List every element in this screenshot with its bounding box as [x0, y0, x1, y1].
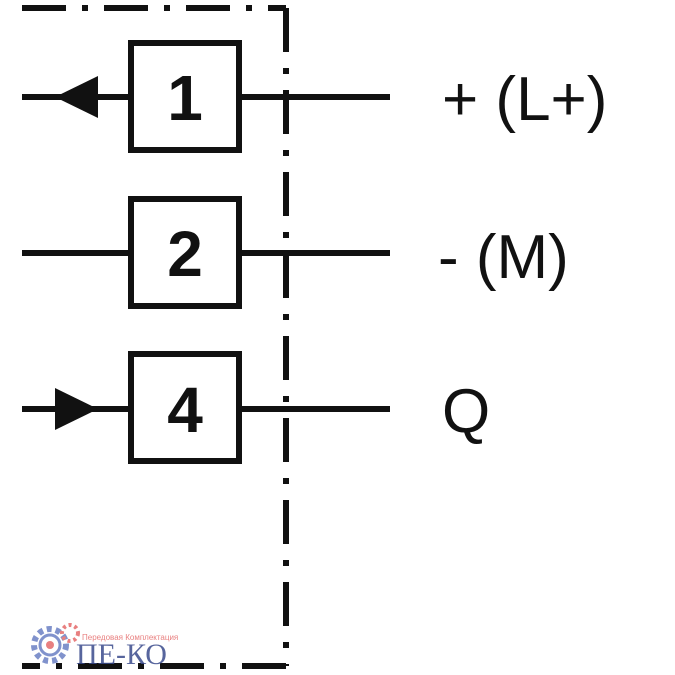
pin-2-number: 2 — [167, 218, 203, 290]
pin-1-label: + (L+) — [442, 65, 607, 134]
housing-outline — [22, 5, 289, 669]
pin-4-box — [128, 351, 242, 464]
pin-4-label: Q — [442, 377, 490, 446]
pin-row-4: 4 Q — [22, 351, 490, 464]
arrow-out-icon — [55, 76, 98, 118]
pin-row-2: 2 - (M) — [22, 196, 569, 309]
gear-icon — [60, 623, 80, 643]
pin-1-number: 1 — [167, 62, 203, 134]
pin-4-number: 4 — [167, 374, 203, 446]
arrow-in-icon — [55, 388, 98, 430]
pin-1-box — [128, 40, 242, 153]
pin-2-label: - (M) — [438, 223, 569, 292]
gear-icon — [31, 626, 69, 664]
pin-2-box — [128, 196, 242, 309]
logo: Передовая Комплектация ПЕ-КО — [31, 623, 178, 671]
logo-tagline: Передовая Комплектация — [82, 633, 178, 642]
logo-name: ПЕ-КО — [76, 638, 167, 671]
pin-row-1: 1 + (L+) — [22, 40, 607, 153]
